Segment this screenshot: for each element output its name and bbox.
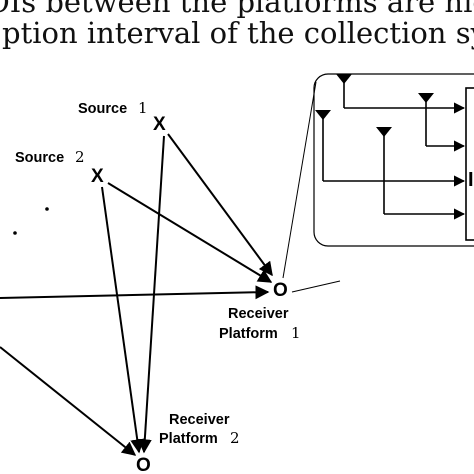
inset-box [313, 73, 474, 247]
source-1-number: 1 [138, 99, 148, 117]
source-2-label: Source [15, 150, 64, 166]
inset-receiver-block [465, 87, 474, 241]
ellipsis-dot [45, 207, 49, 211]
antenna-icon [418, 93, 434, 146]
inset-block-label: I [468, 169, 474, 191]
receiver-1-marker: O [273, 280, 288, 301]
receiver-2-line1: Receiver [169, 412, 230, 428]
signal-paths [0, 133, 273, 456]
caption-line-1: OIs between the platforms are highlighte… [0, 0, 474, 19]
receiver-1-line2: Platform [219, 326, 278, 342]
source-1-marker: X [153, 114, 166, 135]
zoom-line-bottom [291, 280, 341, 293]
ellipsis-dot [13, 231, 17, 235]
receiver-1-line1: Receiver [228, 306, 289, 322]
source-2-marker: X [91, 166, 104, 187]
caption-line-2: ption interval of the collection system. [2, 16, 474, 50]
receiver-2-number: 2 [230, 429, 240, 447]
inset-wiring [323, 102, 466, 220]
antenna-icon [336, 74, 352, 108]
antenna-icon [376, 127, 392, 214]
receiver-1-number: 1 [291, 324, 301, 342]
zoom-line-top [282, 81, 317, 279]
source-2-number: 2 [75, 148, 85, 166]
receiver-2-marker: O [136, 455, 151, 474]
receiver-2-line2: Platform [159, 431, 218, 447]
source-1-label: Source [78, 101, 127, 117]
antenna-icon [315, 110, 331, 181]
